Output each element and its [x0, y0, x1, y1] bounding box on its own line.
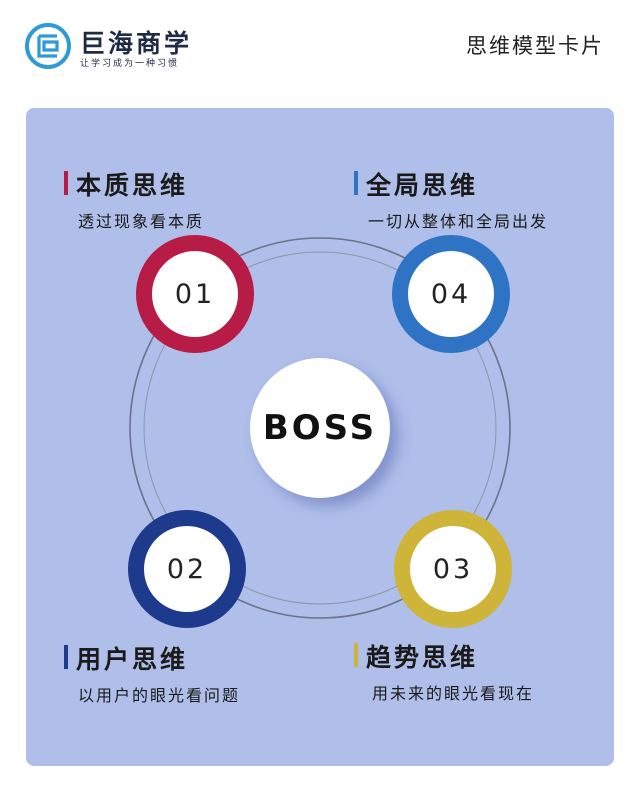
center-boss-circle: BOSS — [250, 358, 390, 498]
brand-slogan: 让学习成为一种习惯 — [80, 59, 180, 69]
quadrant-title-user: 用户思维 — [64, 640, 188, 676]
thinking-model-panel: 01 04 02 03 BOSS 本质思维 透过现象看本质 全局思维 一切从整体… — [26, 108, 614, 766]
quadrant-subtitle-trend: 用未来的眼光看现在 — [372, 684, 535, 703]
node-04: 04 — [392, 235, 510, 353]
node-02: 02 — [128, 510, 246, 628]
quadrant-title-essence: 本质思维 — [64, 166, 188, 202]
brand-logo-icon — [25, 23, 71, 69]
connector-rings — [129, 237, 511, 619]
node-01: 01 — [136, 235, 254, 353]
quadrant-title-global: 全局思维 — [354, 166, 478, 202]
node-03: 03 — [394, 510, 512, 628]
card-type-label: 思维模型卡片 — [466, 34, 604, 58]
quadrant-title-trend: 趋势思维 — [354, 638, 478, 674]
brand-name: 巨海商学 — [80, 29, 193, 58]
quadrant-subtitle-user: 以用户的眼光看问题 — [78, 686, 241, 705]
quadrant-subtitle-essence: 透过现象看本质 — [78, 212, 205, 231]
quadrant-subtitle-global: 一切从整体和全局出发 — [368, 212, 549, 231]
